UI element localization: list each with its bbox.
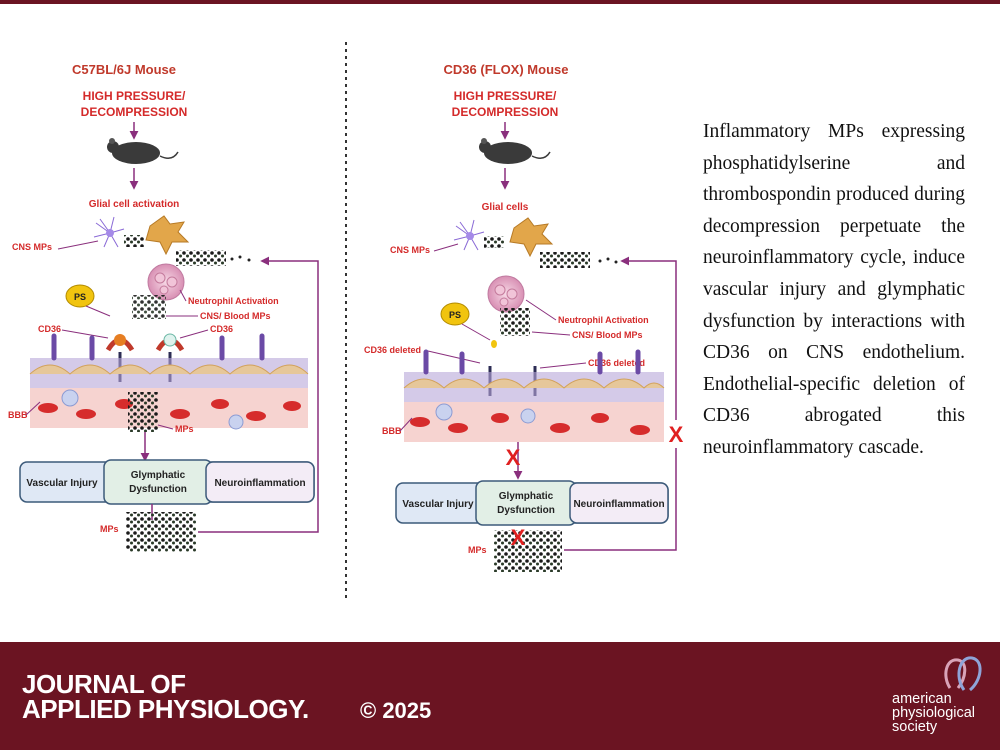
left-panel-title: C57BL/6J Mouse (72, 62, 176, 77)
right-mps-bottom-label: MPs (468, 545, 487, 555)
left-box-neuro: Neuroinflammation (214, 478, 305, 489)
right-glial-label: Glial cells (482, 202, 529, 213)
journal-title: JOURNAL OF APPLIED PHYSIOLOGY. (22, 669, 309, 724)
right-box-glymphatic-2: Dysfunction (497, 505, 555, 516)
right-trigger-line1: HIGH PRESSURE/ (454, 89, 557, 103)
left-outcome-boxes (19, 459, 315, 505)
right-neutrophil-icon (487, 275, 525, 313)
left-mouse-icon (107, 138, 179, 164)
society-line1: american (892, 691, 952, 707)
graphical-abstract-diagram: C57BL/6J Mouse HIGH PRESSURE/ DECOMPRESS… (8, 42, 688, 602)
left-cns-mps-label: CNS MPs (12, 242, 52, 252)
left-bbb-label: BBB (8, 410, 28, 420)
right-feedback-arrow (564, 256, 677, 551)
left-glial-cells-icon (93, 215, 251, 266)
left-mps-cluster (126, 512, 196, 552)
left-trigger-line2: DECOMPRESSION (81, 105, 188, 119)
left-trigger-line1: HIGH PRESSURE/ (83, 89, 186, 103)
left-cd36-label-a: CD36 (38, 324, 61, 334)
left-mps-mid-label: MPs (175, 424, 194, 434)
left-mps-bottom-label: MPs (100, 524, 119, 534)
left-box-glymphatic-2: Dysfunction (129, 484, 187, 495)
aps-logo-icon (944, 656, 982, 692)
right-cns-mps-label: CNS MPs (390, 245, 430, 255)
right-outcome-boxes (395, 480, 669, 526)
right-box-vascular: Vascular Injury (402, 499, 474, 510)
copyright: © 2025 (360, 698, 432, 723)
society-line2: physiological (892, 705, 976, 721)
left-panel: C57BL/6J Mouse HIGH PRESSURE/ DECOMPRESS… (8, 62, 319, 552)
footer-band: JOURNAL OF APPLIED PHYSIOLOGY. © 2025 am… (0, 642, 1000, 750)
right-trigger-line2: DECOMPRESSION (452, 105, 559, 119)
journal-title-line2: APPLIED PHYSIOLOGY. (22, 694, 309, 724)
top-border (0, 0, 1000, 4)
right-x-mark-3: X (669, 422, 684, 447)
right-bbb-illustration (403, 349, 665, 442)
left-glial-label: Glial cell activation (89, 199, 180, 210)
right-x-mark-2: X (511, 525, 526, 550)
left-feedback-arrow (198, 256, 319, 533)
right-mps-cluster (494, 530, 562, 572)
right-bbb-label: BBB (382, 426, 402, 436)
right-mouse-icon (479, 138, 551, 164)
right-panel-title: CD36 (FLOX) Mouse (444, 62, 569, 77)
description-text: Inflammatory MPs expressing phosphatidyl… (703, 121, 965, 458)
right-cd36-deleted-label-b: CD36 deleted (588, 358, 645, 368)
left-box-glymphatic-1: Glymphatic (131, 470, 186, 481)
right-box-neuro: Neuroinflammation (573, 499, 664, 510)
society-name: american physiological society (892, 691, 976, 735)
right-x-mark-1: X (506, 445, 521, 470)
society-line3: society (892, 719, 938, 735)
left-box-vascular: Vascular Injury (26, 478, 98, 489)
left-neutrophil-icon (147, 263, 185, 301)
right-cd36-deleted-label-a: CD36 deleted (364, 345, 421, 355)
left-ps-label: PS (74, 292, 86, 302)
right-glial-cells-icon (453, 217, 618, 268)
right-panel: CD36 (FLOX) Mouse HIGH PRESSURE/ DECOMPR… (364, 62, 688, 572)
right-box-glymphatic-1: Glymphatic (499, 491, 554, 502)
journal-title-line1: JOURNAL OF (22, 669, 186, 699)
left-bbb-illustration (29, 333, 309, 430)
left-cns-blood-mps-label: CNS/ Blood MPs (200, 311, 271, 321)
left-neutrophil-label: Neutrophil Activation (188, 296, 279, 306)
right-ps-label: PS (449, 310, 461, 320)
right-neutrophil-label: Neutrophil Activation (558, 315, 649, 325)
right-cns-blood-mps-label: CNS/ Blood MPs (572, 330, 643, 340)
left-cd36-label-b: CD36 (210, 324, 233, 334)
